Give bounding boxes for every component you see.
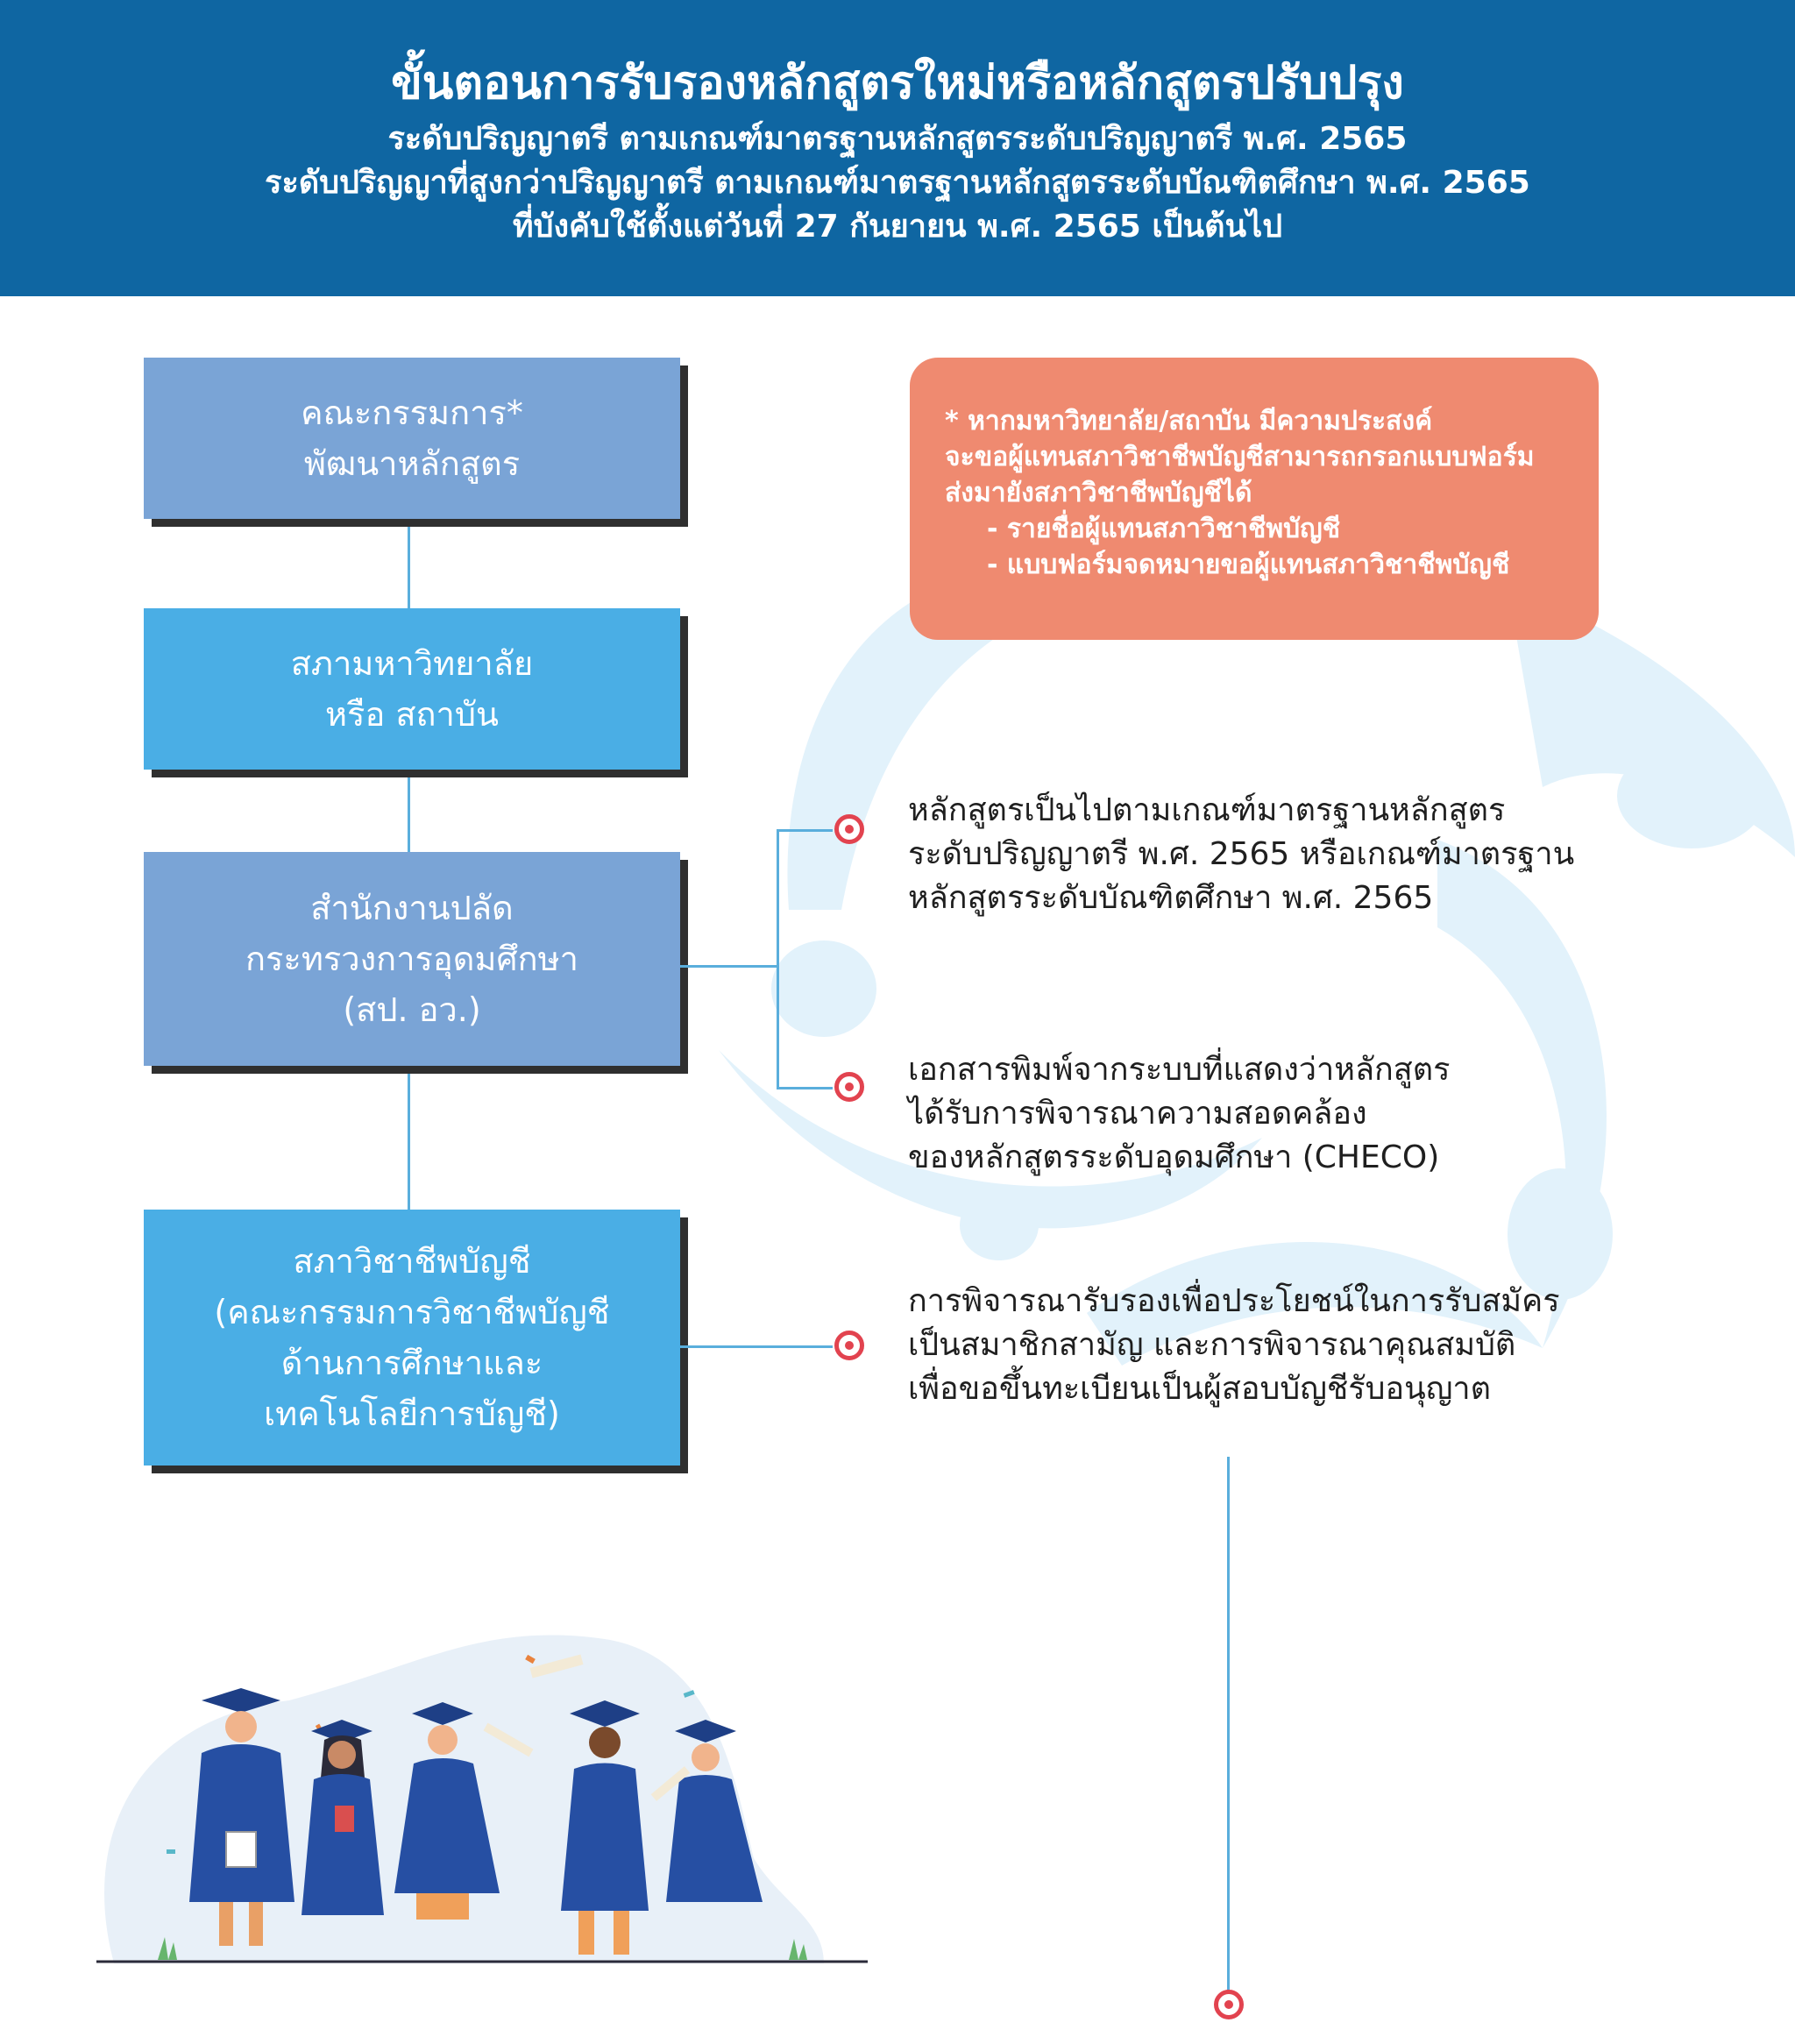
header-banner: ขั้นตอนการรับรองหลักสูตรใหม่หรือหลักสูตร… (0, 0, 1795, 296)
step-label: กระทรวงการอุดมศึกษา (245, 940, 578, 978)
requirement-marker-icon (834, 1072, 864, 1102)
step-label: หรือ สถาบัน (325, 695, 499, 734)
background-swirl-icon (719, 568, 1795, 1366)
note-item-representative-list[interactable]: - รายชื่อผู้แทนสภาวิชาชีพบัญชี (987, 514, 1341, 544)
requirement-text: เอกสารพิมพ์จากระบบที่แสดงว่าหลักสูตร (908, 1052, 1451, 1088)
step-label: (คณะกรรมการวิชาชีพบัญชี (214, 1293, 610, 1331)
page-subtitle-3: ที่บังคับใช้ตั้งแต่วันที่ 27 กันยายน พ.ศ… (512, 209, 1283, 245)
connector-line (408, 526, 410, 608)
connector-line (777, 1087, 833, 1089)
requirement-text: ได้รับการพิจารณาความสอดคล้อง (908, 1096, 1367, 1132)
step-label: เทคโนโลยีการบัญชี) (264, 1395, 560, 1433)
page-title: ขั้นตอนการรับรองหลักสูตรใหม่หรือหลักสูตร… (391, 57, 1404, 110)
connector-line (680, 965, 778, 968)
requirement-text: หลักสูตรเป็นไปตามเกณฑ์มาตรฐานหลักสูตร (908, 792, 1506, 828)
step-label: ด้านการศึกษาและ (280, 1344, 543, 1382)
step-accounting-council: สภาวิชาชีพบัญชี (คณะกรรมการวิชาชีพบัญชี … (144, 1210, 680, 1466)
step-label: คณะกรรมการ* (301, 394, 523, 432)
step-label: พัฒนาหลักสูตร (303, 444, 521, 483)
note-text: ส่งมายังสภาวิชาชีพบัญชีได้ (945, 478, 1252, 508)
note-text: * หากมหาวิทยาลัย/สถาบัน มีความประสงค์ (945, 406, 1433, 436)
note-box: * หากมหาวิทยาลัย/สถาบัน มีความประสงค์ จะ… (910, 358, 1599, 640)
timeline-line (1227, 1457, 1230, 2000)
requirement-marker-icon (834, 814, 864, 844)
note-text: จะขอผู้แทนสภาวิชาชีพบัญชีสามารถกรอกแบบฟอ… (945, 442, 1535, 472)
requirement-text: หลักสูตรระดับบัณฑิตศึกษา พ.ศ. 2565 (908, 880, 1434, 916)
requirement-checo-document: เอกสารพิมพ์จากระบบที่แสดงว่าหลักสูตร ได้… (908, 1048, 1451, 1180)
step-ministry-office: สำนักงานปลัด กระทรวงการอุดมศึกษา (สป. อว… (144, 852, 680, 1066)
step-curriculum-committee: คณะกรรมการ* พัฒนาหลักสูตร (144, 358, 680, 519)
requirement-text: ของหลักสูตรระดับอุดมศึกษา (CHECO) (908, 1139, 1440, 1175)
step-label: สภามหาวิทยาลัย (290, 644, 534, 683)
requirement-marker-icon (834, 1331, 864, 1360)
requirement-text: เป็นสมาชิกสามัญ และการพิจารณาคุณสมบัติ (908, 1327, 1516, 1363)
graduates-celebrating-illustration-icon (96, 1635, 868, 1963)
page-subtitle-2: ระดับปริญญาที่สูงกว่าปริญญาตรี ตามเกณฑ์ม… (265, 165, 1530, 201)
page-subtitle-1: ระดับปริญญาตรี ตามเกณฑ์มาตรฐานหลักสูตรระ… (387, 121, 1408, 157)
requirement-text: เพื่อขอขึ้นทะเบียนเป็นผู้สอบบัญชีรับอนุญ… (908, 1371, 1491, 1407)
connector-line (680, 1345, 833, 1348)
connector-line (408, 1068, 410, 1210)
timeline-marker-icon (1214, 1990, 1244, 2019)
step-university-council: สภามหาวิทยาลัย หรือ สถาบัน (144, 608, 680, 770)
connector-line (777, 829, 833, 832)
requirement-text: ระดับปริญญาตรี พ.ศ. 2565 หรือเกณฑ์มาตรฐา… (908, 836, 1575, 872)
step-label: สภาวิชาชีพบัญชี (293, 1242, 531, 1281)
step-label: (สป. อว.) (343, 990, 481, 1029)
step-label: สำนักงานปลัด (310, 889, 514, 927)
connector-line (777, 829, 779, 1089)
connector-line (408, 777, 410, 852)
requirement-council-approval: การพิจารณารับรองเพื่อประโยชน์ในการรับสมั… (908, 1280, 1560, 1411)
requirement-text: การพิจารณารับรองเพื่อประโยชน์ในการรับสมั… (908, 1283, 1560, 1319)
note-item-request-letter-form[interactable]: - แบบฟอร์มจดหมายขอผู้แทนสภาวิชาชีพบัญชี (987, 550, 1510, 580)
requirement-standard-criteria: หลักสูตรเป็นไปตามเกณฑ์มาตรฐานหลักสูตร ระ… (908, 789, 1574, 920)
